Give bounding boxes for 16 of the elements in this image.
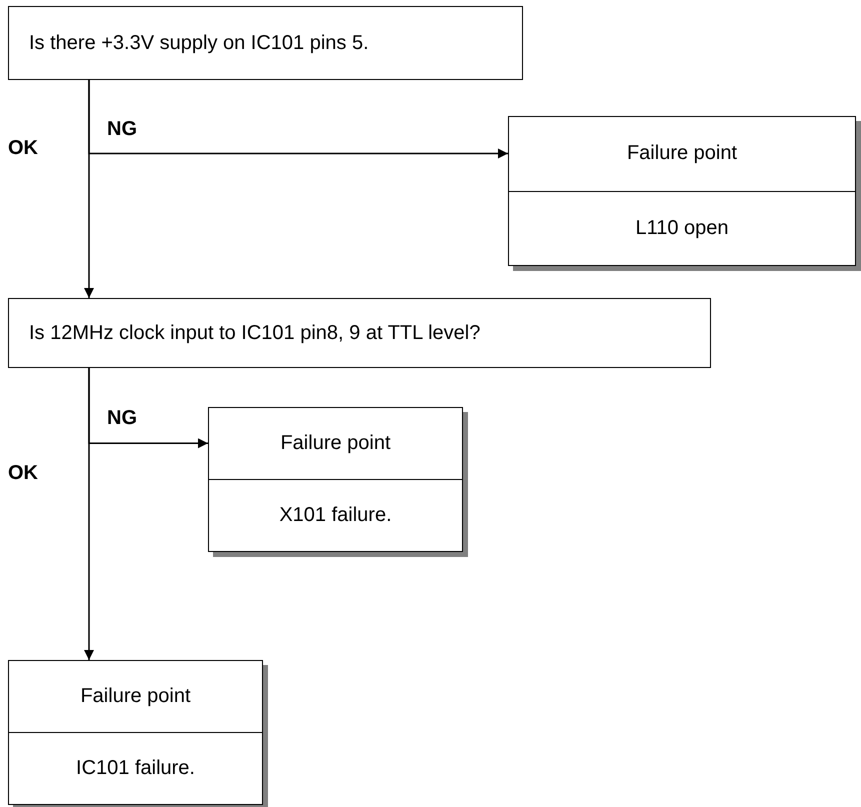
box-text: X101 failure. (279, 504, 392, 527)
edge-label: OK (8, 462, 38, 485)
edge-label: NG (107, 118, 137, 140)
question-box (8, 6, 523, 80)
question-text: Is 12MHz clock input to IC101 pin8, 9 at TTL level? (29, 322, 480, 344)
box-heading: Failure point (80, 685, 191, 708)
edge-label: OK (8, 137, 38, 160)
arrow (84, 368, 94, 660)
box-heading: Failure point (626, 142, 738, 166)
box-text: L110 open (635, 216, 729, 240)
arrow (84, 80, 94, 298)
question-text: Is there +3.3V supply on IC101 pins 5. (29, 32, 369, 54)
edge-label: NG (107, 407, 137, 430)
question-box (8, 298, 711, 368)
box-text: IC101 failure. (76, 757, 195, 780)
box-heading: Failure point (280, 432, 391, 455)
